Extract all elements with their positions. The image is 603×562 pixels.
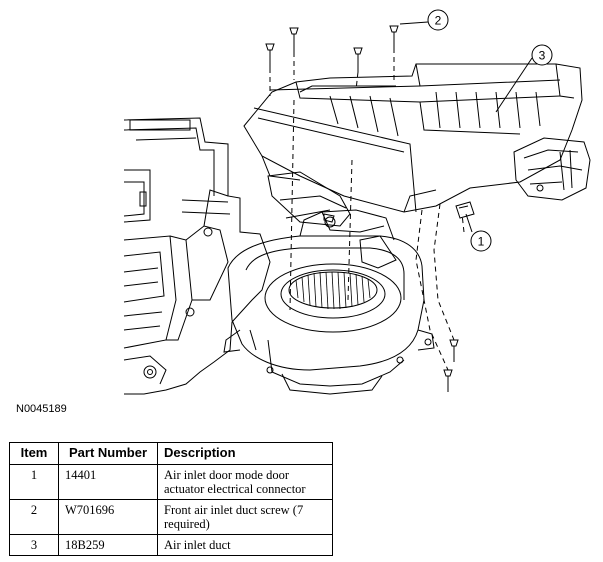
svg-text:1: 1 [478,235,485,249]
header-description: Description [157,442,333,465]
callout-leaders [399,21,533,233]
row-part-number: 18B259 [58,534,158,556]
header-item: Item [9,442,59,465]
screws [265,25,459,392]
diagram-code: N0045189 [16,403,67,415]
row-item: 1 [9,464,59,500]
exploded-diagram: 2 3 1 [123,9,591,395]
assembly-lines [269,48,465,371]
row-description: Air inlet door mode door actuator electr… [157,464,333,500]
filter-frame [267,171,397,269]
mode-door-actuator [513,137,591,201]
blower-housing [223,209,435,395]
parts-table: Item Part Number Description 1 14401 Air… [9,442,333,556]
header-part-number: Part Number [58,442,158,465]
callout-3: 3 [531,44,553,66]
callout-1: 1 [470,230,492,252]
table-row: 2 W701696 Front air inlet duct screw (7 … [9,499,333,535]
row-item: 2 [9,499,59,535]
air-inlet-duct [243,63,583,213]
row-item: 3 [9,534,59,556]
row-description: Air inlet duct [157,534,333,556]
row-description: Front air inlet duct screw (7 required) [157,499,333,535]
row-part-number: W701696 [58,499,158,535]
row-part-number: 14401 [58,464,158,500]
table-row: 1 14401 Air inlet door mode door actuato… [9,464,333,500]
svg-text:2: 2 [435,14,442,28]
blower-wheel [295,271,371,310]
callout-2: 2 [427,9,449,31]
svg-text:3: 3 [539,49,546,63]
table-header-row: Item Part Number Description [9,442,333,465]
electrical-connector [455,201,475,219]
hvac-case [123,117,271,395]
table-row: 3 18B259 Air inlet duct [9,534,333,556]
